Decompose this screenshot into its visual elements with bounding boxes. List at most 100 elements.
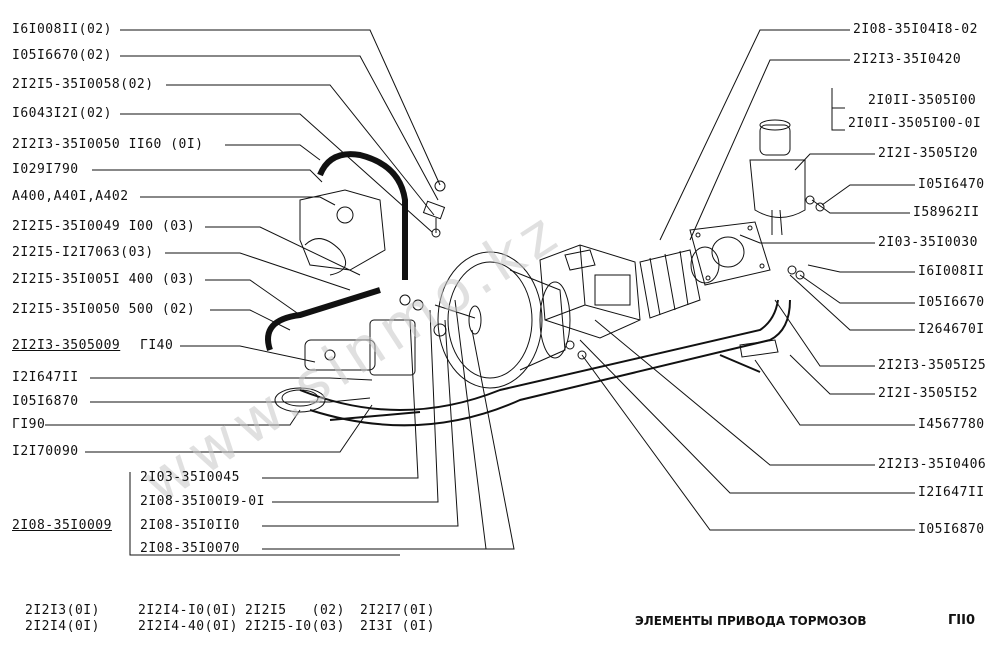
- leader-line: [789, 274, 915, 331]
- part-label: 2I2I5-I2I7063(03): [12, 245, 154, 260]
- leader-line: [454, 299, 487, 550]
- leader-line: [689, 59, 850, 241]
- washer: [577, 350, 587, 360]
- model-code: 2I2I4(0I): [25, 619, 100, 634]
- part-label: I4567780: [918, 417, 985, 432]
- model-code: 2I2I5 (02): [245, 603, 345, 618]
- leader-line: [821, 184, 915, 206]
- part-label: 2I08-35I04I8-02: [853, 22, 978, 37]
- leader-line: [799, 274, 915, 304]
- leader-line: [807, 264, 915, 273]
- model-code: 2I2I4-I0(0I): [138, 603, 238, 618]
- part-label: ГI90: [12, 417, 46, 432]
- brake-pipe: [329, 411, 421, 421]
- clip: [422, 200, 446, 220]
- vacuum-hose: [317, 151, 408, 280]
- leader-line: [120, 55, 439, 201]
- part-label: I6043I2I(02): [12, 106, 112, 121]
- model-code: 2I2I4-40(0I): [138, 619, 238, 634]
- return-spring: [639, 249, 701, 319]
- leader-line: [166, 84, 435, 216]
- pedal-bracket: [539, 244, 641, 339]
- pipe-clip: [739, 339, 779, 358]
- page-title: ЭЛЕМЕНТЫ ПРИВОДА ТОРМОЗОВ: [635, 614, 867, 628]
- part-label: 2I2I3-35I0050 II60 (0I): [12, 137, 204, 152]
- nut: [434, 180, 446, 192]
- leader-line: [85, 404, 373, 453]
- model-code: 2I2I7(0I): [360, 603, 435, 618]
- leader-line: [739, 234, 875, 244]
- intake-manifold: [304, 238, 347, 276]
- fluid-reservoir: [749, 159, 806, 218]
- part-label: I029I790: [12, 162, 79, 177]
- washer: [805, 195, 815, 205]
- leader-line: [579, 339, 915, 494]
- model-code: 2I2I3(0I): [25, 603, 100, 618]
- brake-pipe: [299, 299, 779, 411]
- part-label: I2I70090: [12, 444, 79, 459]
- part-label: 2I08-35I0070: [140, 541, 240, 556]
- part-label: A400,A40I,A402: [12, 189, 129, 204]
- vacuum-booster: [437, 251, 543, 389]
- part-label: I6I008II(02): [12, 22, 112, 37]
- page-code: ГII0: [948, 613, 976, 628]
- part-label: 2I08-35I00I9-0I: [140, 494, 265, 509]
- part-label: 2I0II-3505I00: [868, 93, 977, 108]
- leader-line: [581, 354, 915, 531]
- leader-line: [831, 88, 845, 131]
- part-label: 2I0II-3505I00-0I: [848, 116, 982, 131]
- washer: [815, 202, 825, 212]
- leader-line: [659, 29, 850, 241]
- part-label: 2I2I3-35I0420: [853, 52, 962, 67]
- bracket-line: [129, 472, 400, 556]
- washer: [795, 270, 805, 280]
- part-label: 2I2I5-35I0050 500 (02): [12, 302, 196, 317]
- vacuum-hose: [265, 287, 381, 351]
- seal-ring: [274, 387, 326, 413]
- part-label: 2I2I3-35I0406: [878, 457, 987, 472]
- part-label: I264670I: [918, 322, 985, 337]
- nut: [787, 265, 797, 275]
- part-label: 2I03-35I0045: [140, 470, 240, 485]
- leader-line: [205, 226, 361, 276]
- pin: [719, 354, 761, 373]
- brake-pipe: [309, 299, 791, 427]
- leader-line: [45, 409, 301, 426]
- leader-line: [774, 299, 875, 367]
- leader-line: [789, 354, 875, 395]
- part-label: 2I2I-3505I52: [878, 386, 978, 401]
- part-label: I05I6670: [918, 295, 985, 310]
- part-label: I05I6870: [12, 394, 79, 409]
- leader-line: [262, 319, 459, 527]
- master-cylinder: [304, 339, 376, 371]
- part-label: I05I6670(02): [12, 48, 112, 63]
- mounting-flange: [689, 221, 771, 286]
- leader-line: [120, 113, 433, 233]
- leader-line: [272, 309, 439, 503]
- part-label: 2I2I5-35I0049 I00 (03): [12, 219, 196, 234]
- leader-line: [754, 359, 915, 426]
- model-code: 2I3I (0I): [360, 619, 435, 634]
- leader-line: [180, 345, 316, 363]
- leader-line: [225, 144, 321, 161]
- leader-line: [165, 252, 351, 291]
- part-label: I6I008II: [918, 264, 985, 279]
- part-label: 2I2I-3505I20: [878, 146, 978, 161]
- part-label: I05I6470: [918, 177, 985, 192]
- leader-line: [262, 329, 515, 550]
- leader-line: [811, 199, 910, 214]
- leader-line: [120, 29, 441, 186]
- assembly-label: 2I08-35I0009: [12, 518, 112, 533]
- leader-line: [140, 196, 336, 206]
- intake-manifold: [299, 189, 386, 271]
- part-label: I2I647II: [918, 485, 985, 500]
- part-label: I05I6870: [918, 522, 985, 537]
- leader-line: [90, 397, 371, 403]
- nut: [565, 340, 575, 350]
- part-label: I58962II: [913, 205, 980, 220]
- leader-line: [92, 169, 323, 183]
- part-label: ГI40: [140, 338, 174, 353]
- leader-line: [205, 279, 301, 316]
- part-label: 2I03-35I0030: [878, 235, 978, 250]
